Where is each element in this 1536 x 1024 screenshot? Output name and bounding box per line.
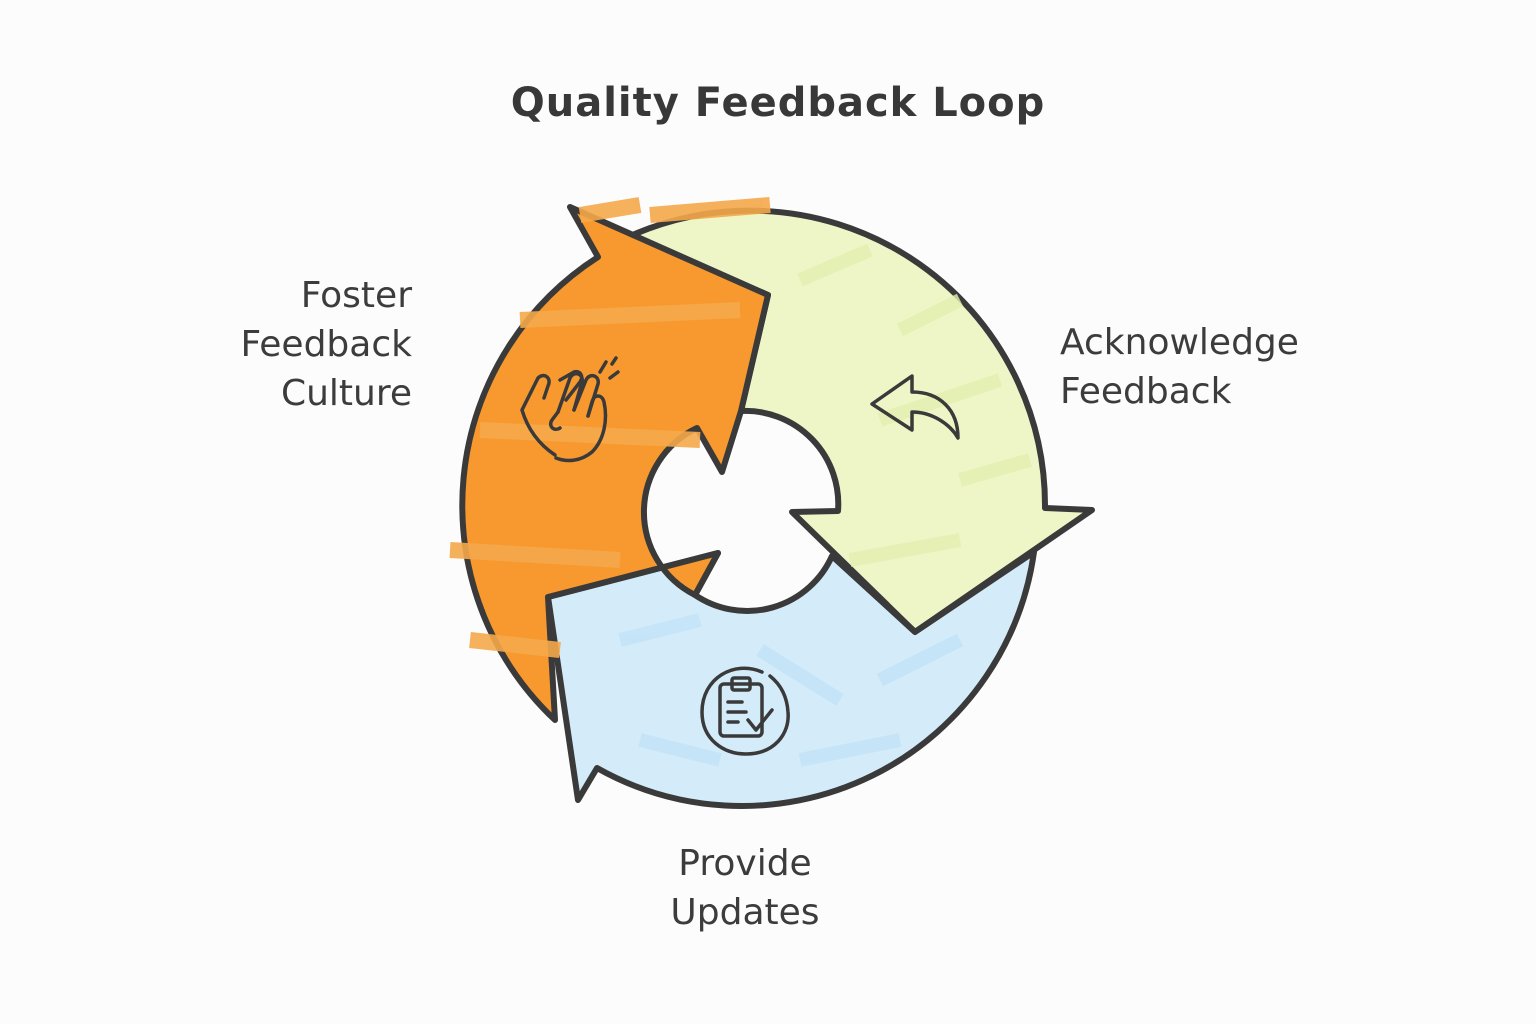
label-acknowledge-feedback: Acknowledge Feedback: [1060, 318, 1299, 416]
diagram-title: Quality Feedback Loop: [510, 80, 1046, 126]
segment-acknowledge: [625, 207, 1095, 635]
label-acknowledge-line-2: Feedback: [1060, 371, 1232, 412]
clipboard-check-icon: [700, 666, 790, 756]
segment-acknowledge-hatch: [797, 243, 1032, 567]
label-foster-line-2: Feedback: [240, 324, 412, 365]
segment-provide: [545, 549, 1037, 810]
label-foster-feedback-culture: Foster Feedback Culture: [241, 271, 412, 418]
segment-foster: [449, 197, 771, 723]
label-provide-updates: Provide Updates: [600, 839, 890, 937]
label-provide-line-2: Updates: [670, 892, 820, 933]
segment-provide-hatch: [618, 613, 964, 767]
label-acknowledge-line-1: Acknowledge: [1060, 322, 1299, 363]
reply-arrow-icon: [870, 374, 960, 440]
segment-foster-shape: [459, 204, 771, 723]
label-provide-line-1: Provide: [678, 843, 812, 884]
label-foster-line-1: Foster: [300, 275, 412, 316]
label-foster-line-3: Culture: [280, 373, 412, 414]
segment-foster-hatch: [449, 197, 771, 658]
clapping-hands-icon: [520, 356, 620, 463]
segment-acknowledge-shape: [625, 207, 1095, 635]
